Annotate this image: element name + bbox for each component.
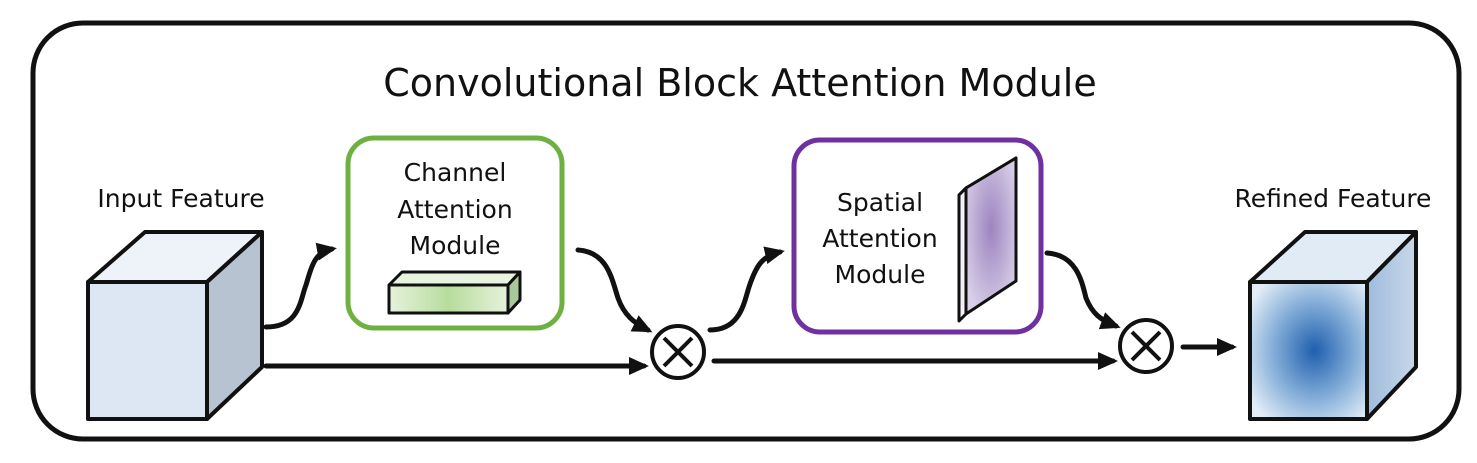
outer-frame (30, 20, 1462, 442)
spatial-module-line-2: Attention (822, 224, 937, 253)
spatial-module-line-3: Module (835, 260, 926, 289)
channel-module-line-1: Channel (404, 158, 507, 187)
diagram-title: Convolutional Block Attention Module (383, 61, 1096, 105)
channel-module-line-2: Attention (397, 195, 512, 224)
arrow-input-to-channel (263, 242, 337, 330)
multiply-operator-2 (1118, 318, 1174, 374)
input-feature-cube (86, 230, 264, 421)
arrow-channel-to-multiply-1 (575, 247, 653, 333)
spatial-module-line-1: Spatial (837, 188, 923, 217)
multiply-operator-1 (650, 324, 706, 380)
arrow-multiply-1-to-spatial (707, 246, 785, 333)
channel-module-line-3: Module (410, 231, 501, 260)
arrow-spatial-to-multiply-2 (1044, 250, 1121, 330)
refined-feature-label: Refined Feature (1235, 184, 1432, 213)
spatial-attention-slab (957, 156, 1018, 323)
refined-feature-cube (1248, 230, 1418, 421)
channel-attention-bar (387, 270, 522, 315)
input-feature-label: Input Feature (97, 184, 264, 213)
